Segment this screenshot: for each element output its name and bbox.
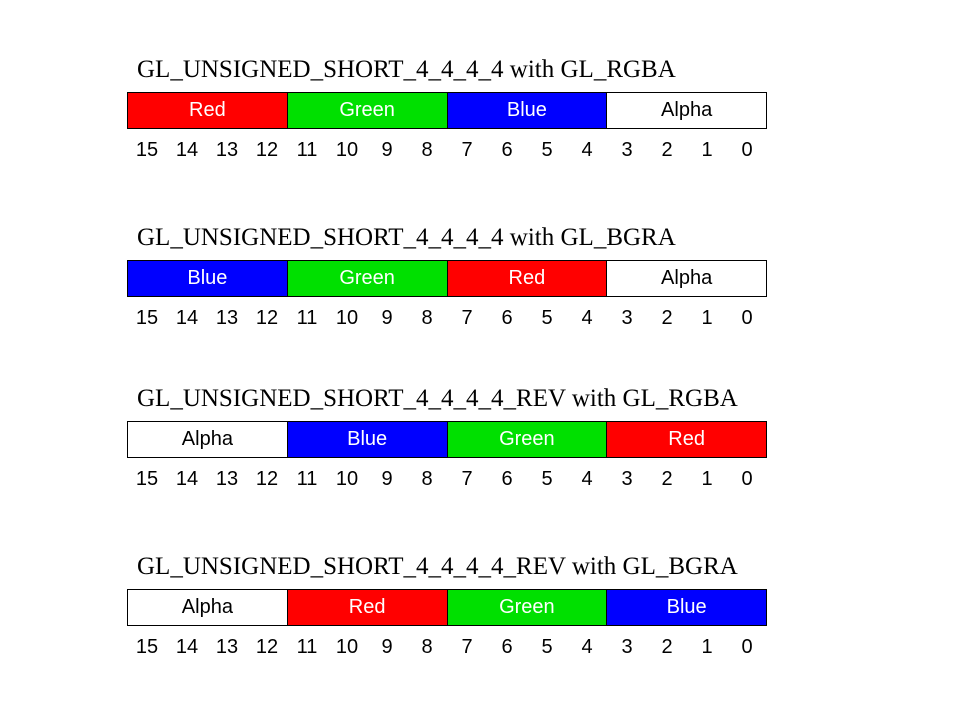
field-red: Red — [286, 590, 447, 625]
bit-number: 9 — [381, 636, 393, 658]
bit-number: 1 — [701, 468, 713, 490]
bit-number: 15 — [135, 307, 159, 329]
diagram-title: GL_UNSIGNED_SHORT_4_4_4_4_REV with GL_BG… — [137, 553, 738, 580]
bit-number: 15 — [135, 139, 159, 161]
diagram-title: GL_UNSIGNED_SHORT_4_4_4_4 with GL_RGBA — [137, 56, 676, 83]
bit-number: 6 — [501, 307, 513, 329]
bit-number: 14 — [175, 307, 199, 329]
bit-number: 0 — [741, 139, 753, 161]
bit-field-bar: Alpha Red Green Blue — [127, 589, 767, 626]
bit-number: 5 — [541, 307, 553, 329]
bit-number: 3 — [621, 139, 633, 161]
field-green: Green — [446, 422, 607, 457]
bit-number: 11 — [296, 636, 318, 658]
bit-number: 14 — [175, 139, 199, 161]
bit-number: 13 — [215, 139, 239, 161]
bit-number: 12 — [255, 139, 279, 161]
bit-number-row: 15 14 13 12 11 10 9 8 7 6 5 4 3 2 1 0 — [127, 464, 767, 494]
field-blue: Blue — [446, 93, 607, 128]
bit-number: 9 — [381, 307, 393, 329]
bit-number-row: 15 14 13 12 11 10 9 8 7 6 5 4 3 2 1 0 — [127, 135, 767, 165]
field-alpha: Alpha — [128, 422, 287, 457]
bit-number: 8 — [421, 468, 433, 490]
bit-number: 14 — [175, 636, 199, 658]
bit-number: 7 — [461, 468, 473, 490]
field-red: Red — [446, 261, 607, 296]
bit-number: 12 — [255, 636, 279, 658]
bit-number: 12 — [255, 307, 279, 329]
bit-number: 15 — [135, 468, 159, 490]
bit-number: 15 — [135, 636, 159, 658]
bit-number: 1 — [701, 307, 713, 329]
bit-number: 9 — [381, 468, 393, 490]
bit-number: 3 — [621, 468, 633, 490]
bit-field-bar: Red Green Blue Alpha — [127, 92, 767, 129]
bit-number: 2 — [661, 468, 673, 490]
field-green: Green — [286, 261, 447, 296]
bit-number: 10 — [335, 307, 359, 329]
field-blue: Blue — [286, 422, 447, 457]
field-red: Red — [128, 93, 287, 128]
bit-number: 4 — [581, 139, 593, 161]
bit-number: 14 — [175, 468, 199, 490]
bit-number: 13 — [215, 307, 239, 329]
field-blue: Blue — [128, 261, 287, 296]
bit-number: 8 — [421, 636, 433, 658]
diagram-title: GL_UNSIGNED_SHORT_4_4_4_4_REV with GL_RG… — [137, 385, 738, 412]
bit-number: 9 — [381, 139, 393, 161]
bit-number-row: 15 14 13 12 11 10 9 8 7 6 5 4 3 2 1 0 — [127, 632, 767, 662]
bit-number: 0 — [741, 636, 753, 658]
bit-number: 6 — [501, 636, 513, 658]
diagram-title: GL_UNSIGNED_SHORT_4_4_4_4 with GL_BGRA — [137, 224, 676, 251]
bit-number: 0 — [741, 307, 753, 329]
bit-number: 5 — [541, 636, 553, 658]
bit-number: 10 — [335, 139, 359, 161]
bit-number: 13 — [215, 468, 239, 490]
bit-number: 7 — [461, 139, 473, 161]
bit-number: 1 — [701, 636, 713, 658]
bit-number: 12 — [255, 468, 279, 490]
bit-number: 6 — [501, 468, 513, 490]
bit-number: 3 — [621, 636, 633, 658]
field-blue: Blue — [606, 590, 766, 625]
field-alpha: Alpha — [606, 261, 766, 296]
bit-number: 10 — [335, 468, 359, 490]
bit-number: 6 — [501, 139, 513, 161]
bit-number: 4 — [581, 307, 593, 329]
field-alpha: Alpha — [128, 590, 287, 625]
bit-number: 11 — [296, 139, 318, 161]
field-green: Green — [446, 590, 607, 625]
bit-number: 5 — [541, 468, 553, 490]
field-green: Green — [286, 93, 447, 128]
bit-number: 4 — [581, 468, 593, 490]
field-red: Red — [606, 422, 766, 457]
bit-number: 8 — [421, 307, 433, 329]
bit-number-row: 15 14 13 12 11 10 9 8 7 6 5 4 3 2 1 0 — [127, 303, 767, 333]
bit-number: 4 — [581, 636, 593, 658]
bit-number: 2 — [661, 139, 673, 161]
bit-number: 7 — [461, 636, 473, 658]
bit-field-bar: Blue Green Red Alpha — [127, 260, 767, 297]
field-alpha: Alpha — [606, 93, 766, 128]
bit-number: 5 — [541, 139, 553, 161]
bit-number: 11 — [296, 307, 318, 329]
bit-number: 2 — [661, 636, 673, 658]
bit-number: 8 — [421, 139, 433, 161]
bit-field-bar: Alpha Blue Green Red — [127, 421, 767, 458]
bit-number: 10 — [335, 636, 359, 658]
bit-number: 3 — [621, 307, 633, 329]
bit-number: 13 — [215, 636, 239, 658]
bit-number: 11 — [296, 468, 318, 490]
bit-number: 1 — [701, 139, 713, 161]
bit-number: 0 — [741, 468, 753, 490]
bit-number: 2 — [661, 307, 673, 329]
bit-number: 7 — [461, 307, 473, 329]
